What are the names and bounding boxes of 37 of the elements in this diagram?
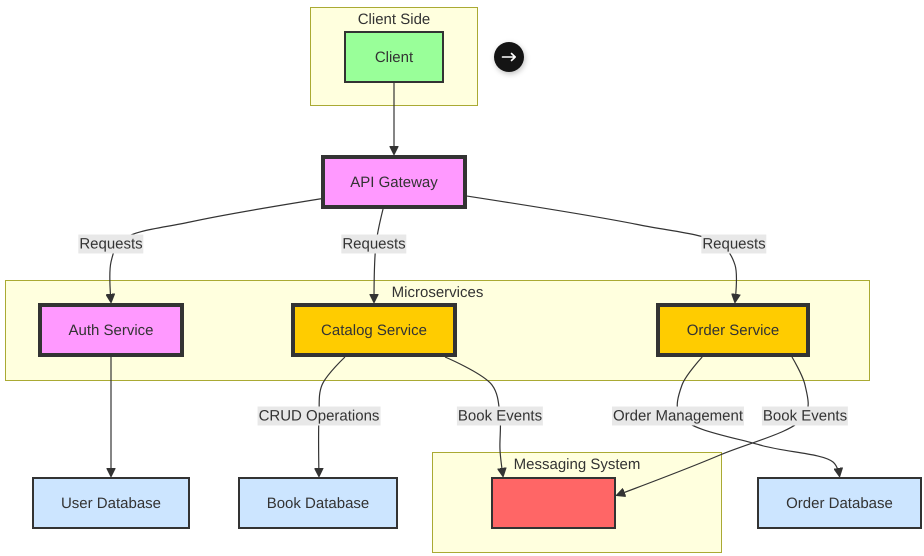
process-box xyxy=(32,477,190,529)
group-title: Client Side xyxy=(358,11,430,28)
edge-label: Requests xyxy=(341,234,407,254)
group-title: Messaging System xyxy=(514,456,640,473)
node-label: Auth Service xyxy=(68,322,154,338)
arrow xyxy=(616,356,809,498)
edge-label: Book Events xyxy=(762,406,848,426)
process-box xyxy=(656,303,810,357)
edge-label: Requests xyxy=(701,234,767,254)
group-panel xyxy=(5,280,870,381)
node-label: Book Database xyxy=(266,494,370,512)
node-label: Order Service xyxy=(686,322,780,338)
process-box xyxy=(321,155,467,209)
process-box xyxy=(38,303,184,357)
edge-label: CRUD Operations xyxy=(258,406,380,426)
node-label: Client xyxy=(374,48,414,66)
edge-label: Book Events xyxy=(456,406,544,426)
group-panel xyxy=(310,7,478,106)
process-box xyxy=(491,477,616,529)
process-box xyxy=(238,477,398,529)
node-label: Catalog Service xyxy=(321,322,427,338)
arrow xyxy=(444,356,507,478)
node-label: Order Database xyxy=(786,494,893,512)
arrow xyxy=(466,195,741,304)
group-title: Microservices xyxy=(392,284,484,301)
arrow xyxy=(105,198,322,304)
process-box xyxy=(291,303,457,357)
group-panel xyxy=(432,452,722,553)
node-label: User Database xyxy=(60,494,162,512)
process-box xyxy=(757,477,922,529)
arrow xyxy=(389,83,399,156)
arrow xyxy=(676,356,844,478)
edge-label: Requests xyxy=(78,234,144,254)
process-box xyxy=(344,31,444,83)
node-label: API Gateway xyxy=(350,174,438,190)
arrow xyxy=(106,357,116,478)
edge-label: Order Management xyxy=(612,406,744,426)
